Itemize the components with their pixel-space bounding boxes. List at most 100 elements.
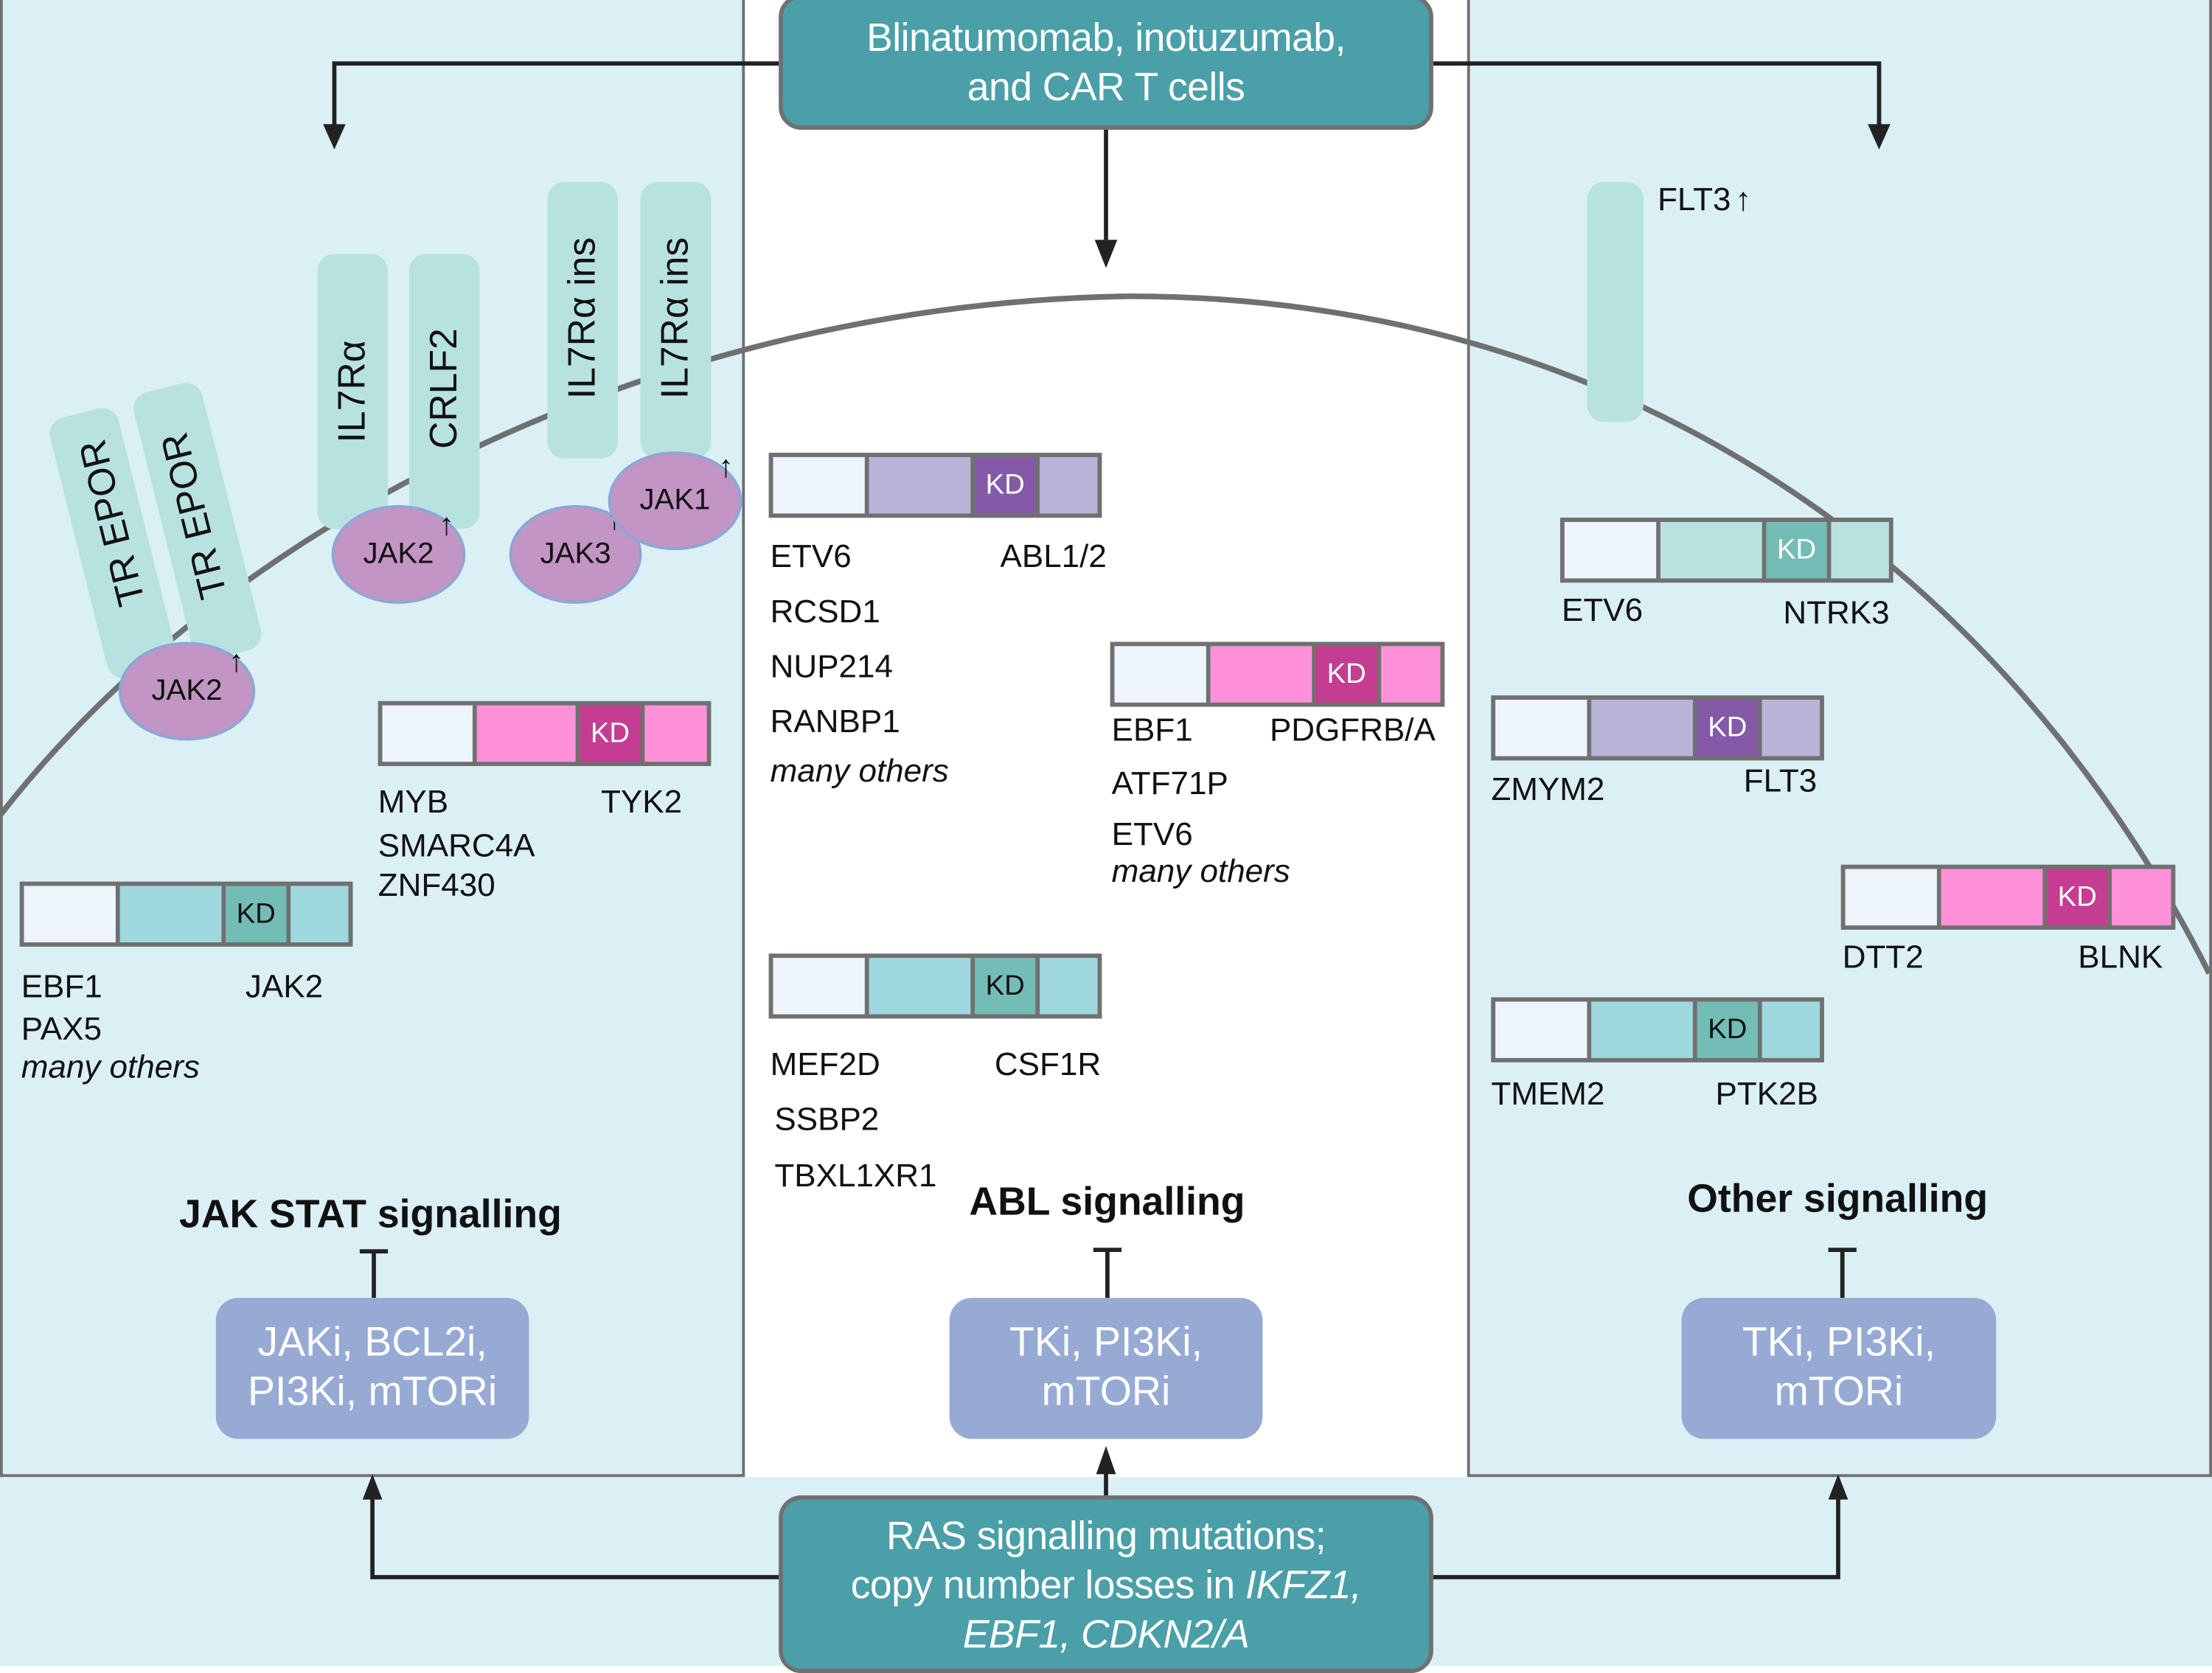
fusion-tmem2-ptk2b: KD [1491,997,1824,1062]
gene-label: TBXL1XR1 [774,1156,937,1194]
gene-label: NTRK3 [1783,594,1890,631]
gene-label: FLT3 [1743,762,1818,799]
kinase-domain: KD [226,886,287,943]
gene-label: ZMYM2 [1491,770,1605,807]
flt3-label: FLT3 [1658,180,1731,218]
up-arrow-icon: ↑ [1735,180,1752,218]
arrow-to-other-signalling [1433,61,1882,128]
ras-line2-gene: IKFZ1, [1245,1562,1362,1607]
many-others-label: many others [1111,852,1290,889]
kinase-domain: KD [975,456,1036,514]
gene-label: ATF71P [1111,764,1228,801]
fusion-etv6-ntrk3: KD [1560,518,1893,583]
kinase-domain: KD [1697,1001,1758,1058]
jak-label: JAK1 [639,484,711,517]
arrowhead-down-center [1094,240,1118,268]
partner-segment [1564,521,1657,579]
gene-label: EBF1 [1111,711,1193,748]
arrow-to-jak-stat [332,61,779,128]
gene-label: EBF1 [21,967,102,1005]
kinase-segment [1210,646,1312,703]
ras-line2-prefix: copy number losses in [850,1562,1245,1607]
receptor-flt3 [1587,181,1644,422]
fusion-ebf1-jak2: KD [19,881,353,947]
many-others-label: many others [770,751,949,789]
drug-line1: TKi, PI3Ki, [1742,1320,1936,1366]
gene-label: NUP214 [770,647,893,684]
receptor-label: IL7Rα ins [653,237,697,400]
kinase-domain: KD [580,705,641,762]
gene-label: ETV6 [770,537,852,574]
fusion-zmym2-flt3: KD [1491,695,1824,761]
cell-membrane [0,293,2212,975]
immunotherapy-line1: Blinatumomab, inotuzumab, [866,15,1346,60]
kinase-segment [2112,869,2171,926]
other-drug-box: TKi, PI3Ki, mTORi [1681,1298,1997,1439]
jak-label: JAK3 [540,537,611,570]
receptor-label: CRLF2 [422,328,465,449]
kinase-domain: KD [1316,646,1377,703]
immunotherapy-box: Blinatumomab, inotuzumab, and CAR T cell… [779,0,1433,131]
partner-segment [1495,1001,1587,1058]
abl-drug-box: TKi, PI3Ki, mTORi [949,1298,1263,1439]
up-arrow-icon: ↑ [439,506,455,542]
ras-line1: RAS signalling mutations; [886,1512,1326,1557]
jak2-crlf2: JAK2 [331,504,466,604]
jak-label: JAK2 [363,537,434,570]
fusion-ebf1-pdgfrb: KD [1110,641,1445,707]
arrowhead-down-left [323,124,346,150]
fusion-dtt2-blnk: KD [1840,864,2176,930]
gene-label: TMEM2 [1491,1074,1605,1112]
kinase-domain: KD [2047,869,2108,926]
drug-line2: mTORi [1041,1369,1171,1416]
partner-segment [24,886,116,943]
arrowhead-up-center [1096,1446,1116,1475]
fusion-mef2d-csf1r: KD [768,953,1102,1019]
jak1: JAK1 [608,451,742,551]
kinase-domain: KD [975,958,1036,1015]
gene-label: PTK2B [1715,1074,1818,1112]
kinase-segment [869,456,971,514]
ras-mutations-box: RAS signalling mutations; copy number lo… [779,1495,1433,1673]
drug-line2: PI3Ki, mTORi [248,1369,498,1416]
gene-label: DTT2 [1842,938,1924,975]
gene-label: RCSD1 [770,592,880,630]
kinase-segment [1040,456,1098,514]
arrowhead-down-right [1868,124,1891,150]
immunotherapy-line2: and CAR T cells [967,65,1245,109]
receptor-label: IL7Rα ins [560,237,603,400]
drug-line2: mTORi [1774,1369,1904,1416]
gene-label: JAK2 [245,967,324,1005]
up-arrow-icon: ↑ [228,643,244,679]
many-others-label: many others [21,1048,200,1085]
kinase-segment [644,705,707,762]
kinase-segment [1831,521,1889,579]
gene-label: SMARC4A [378,827,535,863]
fusion-etv6-abl: KD [768,453,1102,518]
kinase-segment [1591,699,1693,756]
partner-segment [382,705,473,762]
fusion-myb-tyk2: KD [378,700,712,766]
kinase-segment [1761,699,1820,756]
kinase-segment [1040,958,1098,1015]
receptor-il7ra-ins-2 [640,181,712,459]
gene-label: ETV6 [1111,815,1193,852]
kinase-segment [291,886,349,943]
kinase-segment [1591,1001,1693,1058]
kinase-segment [119,886,222,943]
gene-label: MYB [378,782,449,820]
gene-label: RANBP1 [770,702,900,740]
receptor-label: IL7Rα [330,340,374,443]
drug-line1: TKi, PI3Ki, [1009,1320,1203,1366]
gene-label: PAX5 [21,1009,102,1047]
ras-line3: EBF1, CDKN2/A [962,1611,1250,1656]
gene-label: BLNK [2078,938,2163,975]
gene-label: ABL1/2 [1000,537,1107,574]
abl-title: ABL signalling [969,1179,1245,1223]
drug-line1: JAKi, BCL2i, [257,1320,487,1366]
gene-label: SSBP2 [774,1100,880,1138]
partner-segment [1114,646,1206,703]
jak-stat-drug-box: JAKi, BCL2i, PI3Ki, mTORi [215,1298,529,1439]
jak-stat-title: JAK STAT signalling [178,1192,562,1237]
